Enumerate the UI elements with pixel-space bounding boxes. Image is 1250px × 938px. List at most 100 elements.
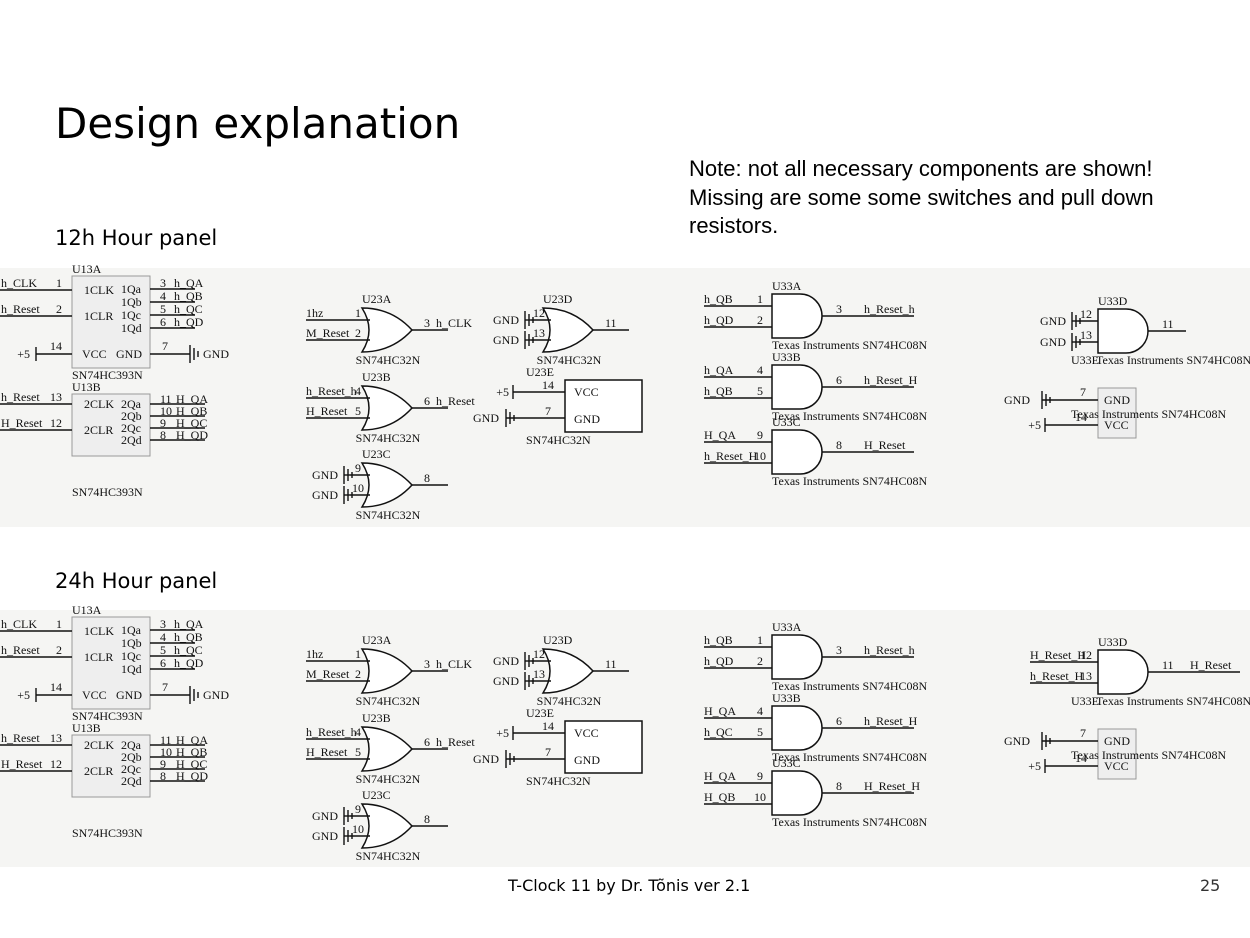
- net-label: +5: [496, 385, 509, 399]
- net-label: GND: [203, 688, 229, 702]
- net-label: +5: [17, 347, 30, 361]
- pin-number: 12: [1080, 307, 1092, 321]
- pin-number: 3: [160, 617, 166, 631]
- ic-pin-name: VCC: [574, 385, 599, 399]
- ic-pin-name: 1Qd: [121, 321, 142, 335]
- net-label: h_CLK: [436, 657, 472, 671]
- net-label: GND: [203, 347, 229, 361]
- net-label: h_QB: [704, 384, 733, 398]
- net-label: h_Reset: [1, 390, 40, 404]
- pin-number: 4: [160, 630, 166, 644]
- or-gate-symbol: [360, 307, 414, 353]
- net-label: h_Reset_h: [864, 643, 915, 657]
- pin-number: 12: [50, 757, 62, 771]
- gate-ref: U23D: [543, 292, 573, 306]
- ground-symbol: [1041, 732, 1051, 750]
- panel-label-12h: 12h Hour panel: [55, 226, 218, 250]
- pin-number: 8: [160, 428, 166, 442]
- net-label: GND: [493, 654, 519, 668]
- ic-pin-name: 2Qc: [121, 762, 141, 776]
- pin-number: 11: [160, 733, 172, 747]
- net-label: H_QC: [176, 416, 207, 430]
- or-gate-symbol: [360, 385, 414, 431]
- gate-ref: U23B: [362, 711, 391, 725]
- net-label: H_QB: [176, 745, 207, 759]
- gate-part: SN74HC32N: [356, 353, 421, 367]
- pin-number: 7: [545, 404, 551, 418]
- pin-number: 14: [1075, 751, 1087, 765]
- ground-symbol: [189, 686, 199, 704]
- pin-number: 1: [757, 292, 763, 306]
- note-line: Note: not all necessary components are s…: [689, 156, 1153, 181]
- ic-pin-name: 1Qb: [121, 295, 142, 309]
- ic-part: SN74HC393N: [72, 485, 143, 499]
- gate-ref: U33C: [772, 756, 801, 770]
- gate-part: SN74HC32N: [356, 431, 421, 445]
- net-label: h_Reset_h: [864, 302, 915, 316]
- pin-number: 9: [355, 461, 361, 475]
- pin-number: 9: [757, 769, 763, 783]
- net-label: h_QB: [704, 633, 733, 647]
- gate-ref: U33C: [772, 415, 801, 429]
- pin-number: 5: [757, 725, 763, 739]
- ic-part: Texas Instruments SN74HC08N: [1071, 407, 1226, 421]
- pin-number: 5: [355, 745, 361, 759]
- pin-number: 14: [1075, 410, 1087, 424]
- ic-pin-name: 2CLR: [84, 423, 113, 437]
- page-number: 25: [1200, 876, 1221, 895]
- ic-pin-name: 1CLK: [84, 283, 114, 297]
- pin-number: 9: [757, 428, 763, 442]
- pin-number: 11: [605, 316, 617, 330]
- or-gate-symbol: [541, 307, 595, 353]
- net-label: h_Reset_H: [1030, 669, 1084, 683]
- pin-number: 10: [754, 790, 766, 804]
- net-label: h_Reset: [1, 731, 40, 745]
- gate-part: Texas Instruments SN74HC08N: [772, 815, 927, 829]
- pin-number: 2: [56, 302, 62, 316]
- ic-part: Texas Instruments SN74HC08N: [1071, 748, 1226, 762]
- net-label: h_Reset_h: [306, 725, 357, 739]
- pin-number: 7: [162, 680, 168, 694]
- net-label: +5: [1028, 418, 1041, 432]
- pin-number: 11: [1162, 317, 1174, 331]
- and-power-ic: [1097, 387, 1137, 439]
- gate-ref: U33D: [1098, 635, 1128, 649]
- pin-number: 13: [1080, 328, 1092, 342]
- gate-part: SN74HC32N: [356, 849, 421, 863]
- or-power-ic: [564, 379, 643, 433]
- net-label: GND: [312, 829, 338, 843]
- pin-number: 10: [160, 745, 172, 759]
- pin-number: 10: [160, 404, 172, 418]
- pin-number: 1: [355, 306, 361, 320]
- net-label: H_QA: [704, 428, 736, 442]
- ic-ref: U13B: [72, 721, 101, 735]
- and-gate-symbol: [771, 705, 823, 751]
- net-label: M_Reset: [306, 667, 350, 681]
- gate-part: Texas Instruments SN74HC08N: [772, 409, 927, 423]
- ic-pin-name: 1Qa: [121, 282, 142, 296]
- pin-number: 10: [754, 449, 766, 463]
- net-label: H_QB: [176, 404, 207, 418]
- net-label: h_QC: [704, 725, 733, 739]
- net-label: GND: [312, 809, 338, 823]
- pin-number: 3: [836, 643, 842, 657]
- pin-number: 6: [424, 735, 430, 749]
- ic-pin-name: 1Qa: [121, 623, 142, 637]
- ic-pin-name: 1Qc: [121, 308, 141, 322]
- ic-pin-name: GND: [574, 412, 600, 426]
- pin-number: 4: [355, 725, 361, 739]
- gate-ref: U33A: [772, 279, 802, 293]
- net-label: h_Reset_H: [864, 714, 918, 728]
- gate-ref: U33B: [772, 691, 801, 705]
- pin-number: 12: [533, 647, 545, 661]
- ground-symbol: [189, 345, 199, 363]
- gate-ref: U23C: [362, 447, 391, 461]
- gate-part: Texas Instruments SN74HC08N: [1096, 353, 1250, 367]
- ic-pin-name: GND: [116, 347, 142, 361]
- net-label: M_Reset: [306, 326, 350, 340]
- ic-pin-name: VCC: [1104, 418, 1129, 432]
- pin-number: 7: [1080, 726, 1086, 740]
- slide-title: Design explanation: [55, 99, 461, 148]
- ic-pin-name: 1CLK: [84, 624, 114, 638]
